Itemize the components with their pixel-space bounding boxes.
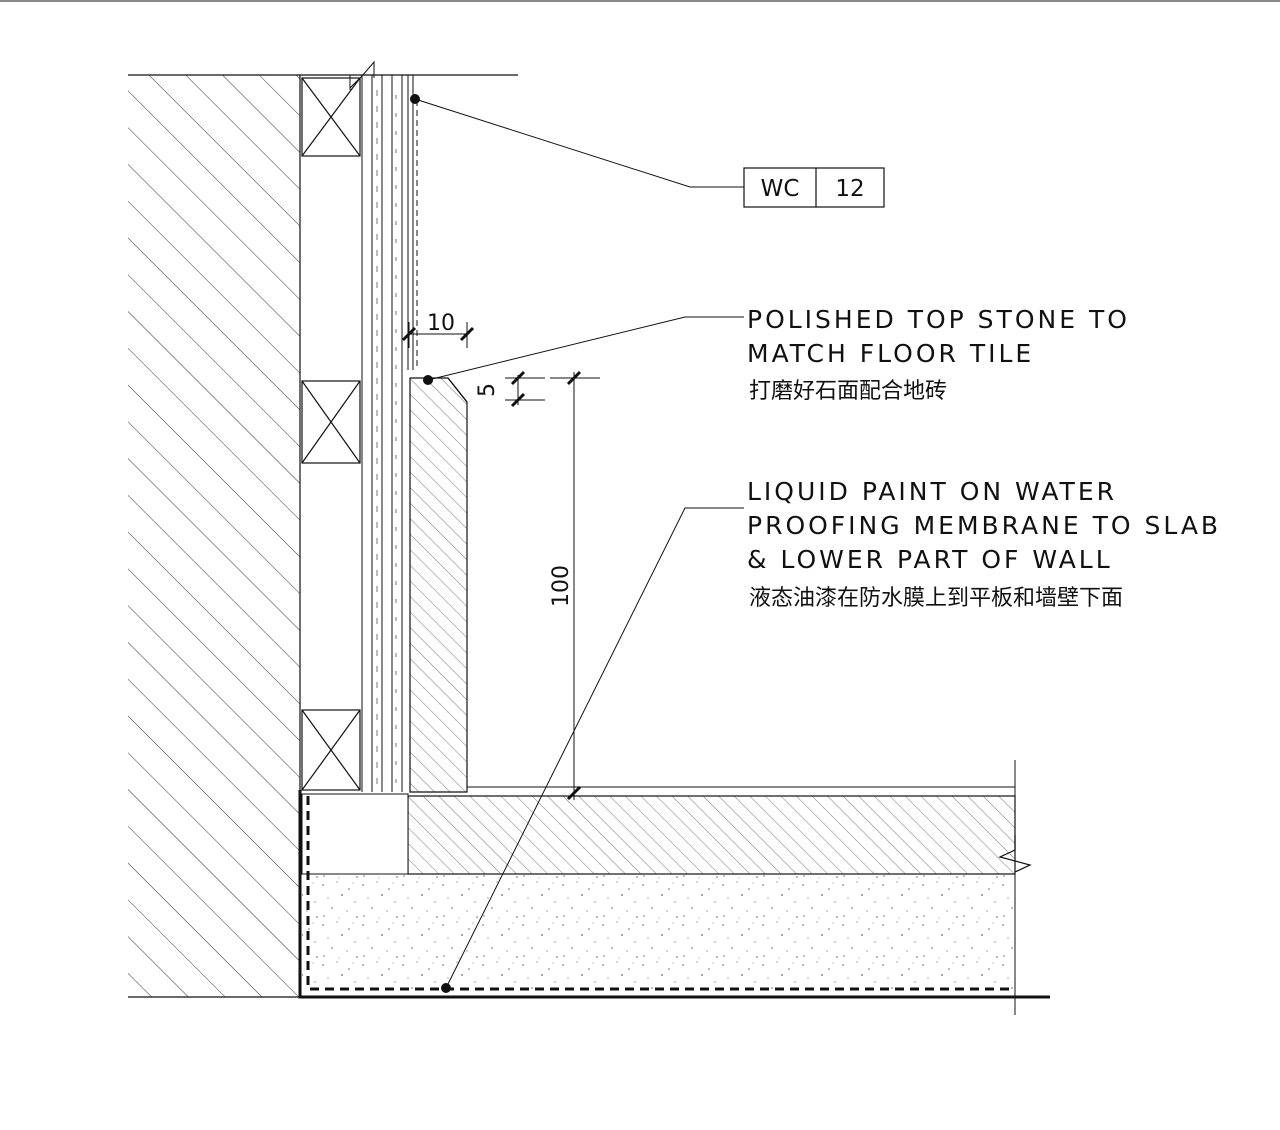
dimension-chamfer-label: 5 (475, 383, 500, 397)
screed-bed (302, 873, 1015, 989)
callout-top-stone-line-2: MATCH FLOOR TILE (747, 339, 1034, 368)
callout-top-stone-line-1: POLISHED TOP STONE TO (747, 305, 1130, 334)
break-symbol (998, 835, 1032, 873)
dimension-skirting-height-label: 100 (549, 565, 574, 607)
waterproofing-membrane (298, 760, 1050, 1015)
timber-battens (301, 77, 361, 791)
callout-membrane-line-1: LIQUID PAINT ON WATER (747, 477, 1117, 506)
leader-dot-membrane (441, 983, 451, 993)
leader-dot-top-stone (423, 375, 433, 385)
dimension-chamfer (505, 370, 545, 408)
callout-membrane-line-3: & LOWER PART OF WALL (747, 545, 1113, 574)
leader-dot-tag (410, 94, 420, 104)
wall-board-layers (349, 60, 418, 792)
tag-code: WC (761, 176, 800, 202)
callout-membrane-line-2: PROOFING MEMBRANE TO SLAB (747, 511, 1221, 540)
dimension-gap-label: 10 (427, 311, 455, 336)
dimension-gap (401, 322, 475, 348)
reference-tag: WC 12 (743, 167, 885, 208)
callout-membrane: LIQUID PAINT ON WATER PROOFING MEMBRANE … (747, 477, 1221, 611)
structural-wall (128, 74, 518, 998)
callout-top-stone-chinese: 打磨好石面配合地砖 (749, 379, 947, 404)
callout-membrane-chinese: 液态油漆在防水膜上到平板和墙壁下面 (749, 586, 1123, 611)
tag-number: 12 (835, 176, 864, 202)
dimension-skirting-height (550, 370, 600, 801)
callout-top-stone: POLISHED TOP STONE TO MATCH FLOOR TILE 打… (747, 305, 1130, 404)
leader-lines (414, 98, 744, 989)
floor-tile (301, 786, 1016, 875)
skirting-stone (409, 377, 468, 793)
